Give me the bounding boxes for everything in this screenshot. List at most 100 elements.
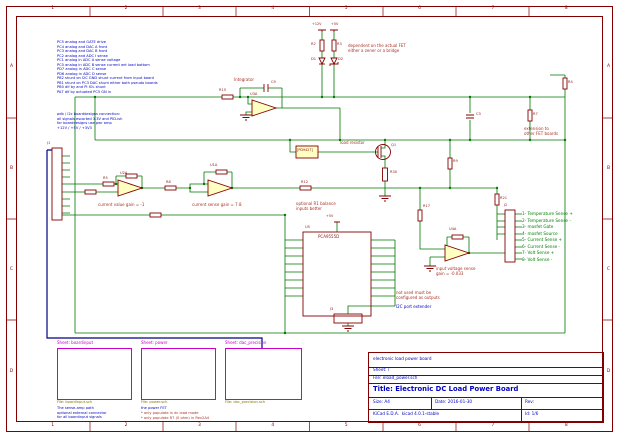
- ref-r21: R21: [500, 196, 508, 200]
- diode-symbols[interactable]: [318, 57, 339, 66]
- ref-u2a: U2A: [120, 171, 128, 175]
- fet-connector-pin-labels: 1- Temperature Sense +2- Temperature Sen…: [522, 211, 573, 262]
- note-gain-current-value: current value gain = -1: [98, 202, 145, 207]
- opamp-voltage-sense: [444, 244, 471, 262]
- title-block-divider: [431, 397, 432, 409]
- sheet-box-power[interactable]: [141, 348, 216, 400]
- diode: [318, 57, 326, 66]
- ref-c9: C9: [271, 80, 276, 84]
- ref-j1: J1: [47, 141, 51, 145]
- page-title: Title: Electronic DC Load Power Board: [373, 385, 519, 393]
- title-block-divider: [521, 397, 522, 422]
- zener-diode: [330, 57, 338, 66]
- note-i2c-extender: I2C port extender: [396, 304, 432, 309]
- sheet-name-dac-precision: Sheet: dac_precision: [225, 340, 267, 345]
- sheet-name-boardinput: Sheet: boardinput: [57, 340, 94, 345]
- ref-u5: U5: [305, 225, 310, 229]
- sheet-box-dac-precision[interactable]: [225, 348, 302, 400]
- connector-fet[interactable]: [504, 209, 516, 263]
- title-block-divider: [369, 383, 603, 384]
- capacitor-symbols[interactable]: [263, 84, 474, 119]
- gnd-symbols: [240, 114, 436, 332]
- connector-i2c[interactable]: [333, 313, 363, 324]
- ref-d1: D1: [311, 57, 317, 61]
- ref-r2: R2: [311, 42, 316, 46]
- component-layer[interactable]: [51, 29, 568, 332]
- title-block-divider: [369, 367, 603, 368]
- note-gain-current-sense: current sense gain = 7.8: [192, 202, 242, 207]
- ref-j3: J3: [330, 307, 334, 311]
- wire-layer: [62, 32, 566, 334]
- title-block-divider: [369, 375, 603, 376]
- title-block-divider: [369, 397, 603, 398]
- power-flags: [318, 29, 340, 223]
- ref-u3a: U3A: [250, 92, 258, 96]
- note-integrator: Integrator: [234, 77, 255, 82]
- title-tool: KiCad E.D.A. kicad 4.0.1-stable: [373, 411, 440, 416]
- note-extension-1: extension to: [524, 126, 549, 131]
- note-fet-dependent-2: either a zener or a bridge: [348, 48, 400, 53]
- note-balance-1: optional R1 balance: [296, 201, 336, 206]
- opamp-current-value: [117, 179, 144, 197]
- ref-r30: R30: [390, 170, 398, 174]
- ref-c3: C3: [476, 112, 481, 116]
- ref-r8: R8: [166, 180, 171, 184]
- ref-r17: R17: [423, 204, 431, 208]
- sheet-name-power: Sheet: power: [141, 340, 168, 345]
- note-fet-dependent-1: dependent on the actual FET: [348, 43, 406, 48]
- sheet-file-boardinput: File: boardinput.sch: [57, 400, 93, 404]
- note-ic-outputs-1: not used must be: [396, 290, 432, 295]
- sheet-box-boardinput[interactable]: [57, 348, 132, 400]
- note-populate-1: * only populate in dc load mode: [141, 411, 199, 415]
- opamp-symbols[interactable]: [117, 99, 471, 262]
- note-extension-2: other FET boards: [524, 131, 559, 136]
- note-vsense-1: input voltage sense: [436, 266, 476, 271]
- opamp-current-sense: [207, 179, 234, 197]
- frame-border: [6, 6, 613, 432]
- ref-u1a: U1A: [210, 163, 218, 167]
- title-comment: electronic load power board: [373, 356, 432, 361]
- ref-u4a: U4A: [449, 227, 457, 231]
- sheet-file-power: File: power.sch: [141, 400, 168, 404]
- title-block-divider: [369, 409, 603, 410]
- value-opto: [PD942T]: [297, 148, 313, 152]
- sheet-file-dac-precision: File: dac_precision.sch: [225, 400, 266, 404]
- sheet-comments-power: the power FET: [141, 406, 167, 410]
- opamp-integrator: [251, 99, 278, 117]
- resistor-symbols[interactable]: [84, 39, 568, 240]
- ref-d2: D2: [338, 57, 344, 61]
- ref-r5: R5: [103, 176, 108, 180]
- opto-driver-box[interactable]: [295, 145, 319, 159]
- connector-left[interactable]: [51, 147, 63, 221]
- bus-wires: [46, 149, 263, 348]
- ref-q1: Q1: [391, 143, 397, 147]
- title-block: electronic load power board Sheet: / Fil…: [368, 352, 604, 423]
- note-vsense-2: gain = -0.033: [436, 271, 464, 276]
- ref-r12: R12: [301, 180, 309, 184]
- ref-r9: R9: [453, 159, 458, 163]
- load-resistor-symbol: [382, 167, 388, 182]
- note-balance-2: inputs better: [296, 206, 322, 211]
- title-file: File: eload_power.sch: [373, 375, 418, 380]
- bus-connection-notes: pdb / i2c boarddesigns connection:all si…: [57, 112, 123, 130]
- power-label-5v-ic: +5V: [326, 214, 334, 218]
- note-load-resistor: load resistor: [340, 140, 365, 145]
- note-populate-2: * only populate R7 (0 ohm) in Rev2A4: [141, 416, 210, 420]
- power-label-5v: +5V: [331, 22, 339, 26]
- title-size: Size: A4: [373, 399, 390, 404]
- note-ic-outputs-2: configured as outputs: [396, 295, 440, 300]
- mosfet-symbol[interactable]: [375, 144, 391, 160]
- ic-pca9555[interactable]: [302, 231, 372, 317]
- title-id: Id: 1/6: [525, 411, 539, 416]
- value-pca9555d: PCA9555D: [318, 234, 340, 239]
- title-sheet-path: Sheet: /: [373, 367, 390, 372]
- ref-r4: R4: [568, 80, 573, 84]
